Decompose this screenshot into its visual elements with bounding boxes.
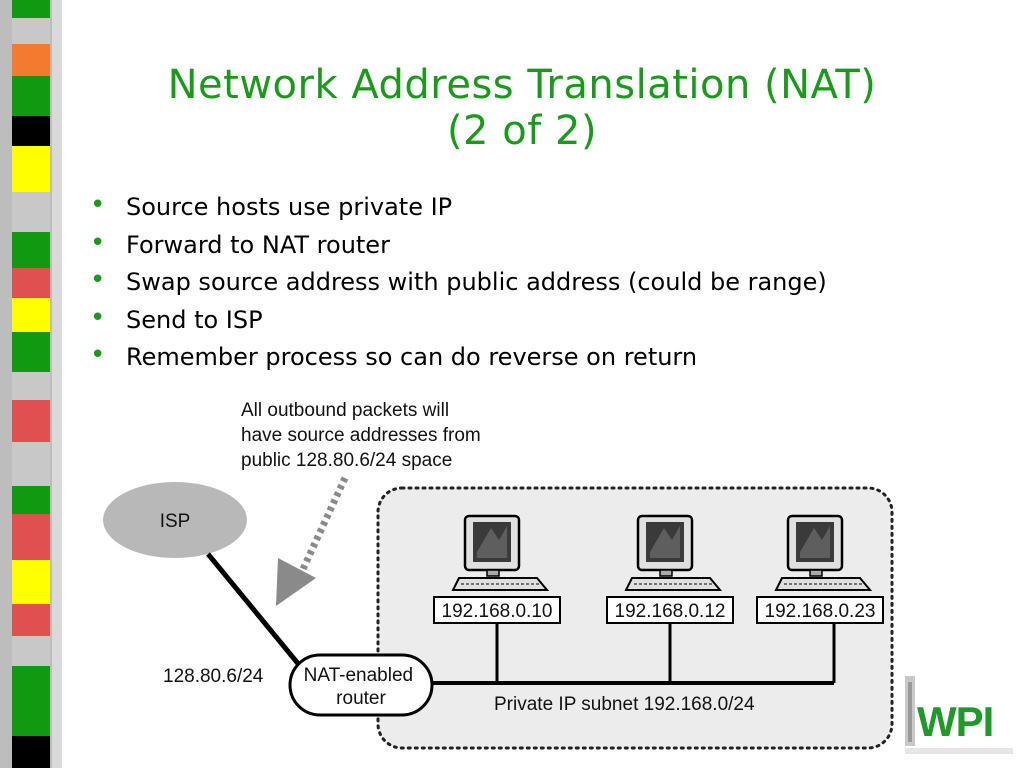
host-ip-label: 192.168.0.23: [765, 601, 876, 622]
stripe-block: [12, 736, 50, 768]
bullet-text: Forward to NAT router: [126, 230, 390, 259]
stripe-block: [12, 442, 50, 486]
stripe-block: [12, 76, 50, 116]
isp-label: ISP: [160, 511, 191, 532]
bullet-item: • Source hosts use private IP: [90, 190, 827, 228]
title-line-2: (2 of 2): [446, 108, 598, 154]
bullet-dot-icon: •: [90, 340, 106, 370]
stripe-block: [12, 514, 50, 560]
public-address-label: 128.80.6/24: [163, 666, 264, 687]
stripe-block: [12, 560, 50, 604]
router-label: NAT-enabled router: [304, 665, 419, 709]
stripe-block: [12, 18, 50, 44]
isp-cloud: [103, 482, 247, 558]
stripe-block: [12, 116, 50, 146]
stripe-block: [12, 486, 50, 514]
bullet-item: • Send to ISP: [90, 303, 827, 341]
host-computer: 192.168.0.23: [756, 514, 884, 624]
bullet-dot-icon: •: [90, 265, 106, 295]
slide-title: Network Address Translation (NAT) (2 of …: [62, 62, 982, 154]
host-ip-label: 192.168.0.10: [442, 601, 553, 622]
stripe-block: [12, 146, 50, 192]
callout-text: All outbound packets will have source ad…: [241, 400, 486, 471]
computer-icon: [624, 514, 723, 591]
stripe-block: [12, 232, 50, 268]
stripe-block: [12, 372, 50, 400]
bullet-item: • Swap source address with public address…: [90, 265, 827, 303]
bullet-text: Swap source address with public address …: [126, 268, 827, 296]
decorative-stripe: [0, 0, 62, 768]
stripe-block: [12, 192, 50, 232]
stripe-block: [12, 0, 50, 18]
stripe-block: [12, 636, 50, 666]
logo-text: WPI: [917, 698, 993, 745]
stripe-block: [12, 400, 50, 442]
outbound-arrow: [276, 476, 349, 606]
isp-router-link: [206, 552, 302, 668]
nat-router: [288, 653, 434, 717]
host-ip-label: 192.168.0.12: [615, 601, 726, 622]
host-computer: 192.168.0.10: [433, 514, 561, 624]
wpi-logo: WPI: [905, 676, 1013, 754]
bullet-text: Send to ISP: [126, 305, 263, 334]
title-line-1: Network Address Translation (NAT): [167, 62, 877, 108]
computer-icon: [451, 514, 550, 591]
bullet-dot-icon: •: [90, 302, 106, 333]
subnet-label: Private IP subnet 192.168.0/24: [494, 694, 755, 715]
bullet-item: • Forward to NAT router: [90, 228, 827, 266]
bullet-item: • Remember process so can do reverse on r…: [90, 340, 827, 378]
computer-icon: [774, 514, 873, 591]
stripe-block: [12, 298, 50, 332]
stripe-block: [12, 268, 50, 298]
stripe-block: [12, 44, 50, 76]
stripe-block: [12, 604, 50, 636]
host-computer: 192.168.0.12: [606, 514, 734, 624]
bullet-list: • Source hosts use private IP • Forward to…: [90, 190, 827, 378]
bullet-text: Source hosts use private IP: [126, 193, 453, 221]
bullet-dot-icon: •: [90, 190, 106, 220]
bullet-text: Remember process so can do reverse on re…: [126, 343, 698, 371]
bullet-dot-icon: •: [90, 227, 106, 258]
stripe-block: [12, 666, 50, 736]
stripe-block: [12, 332, 50, 372]
